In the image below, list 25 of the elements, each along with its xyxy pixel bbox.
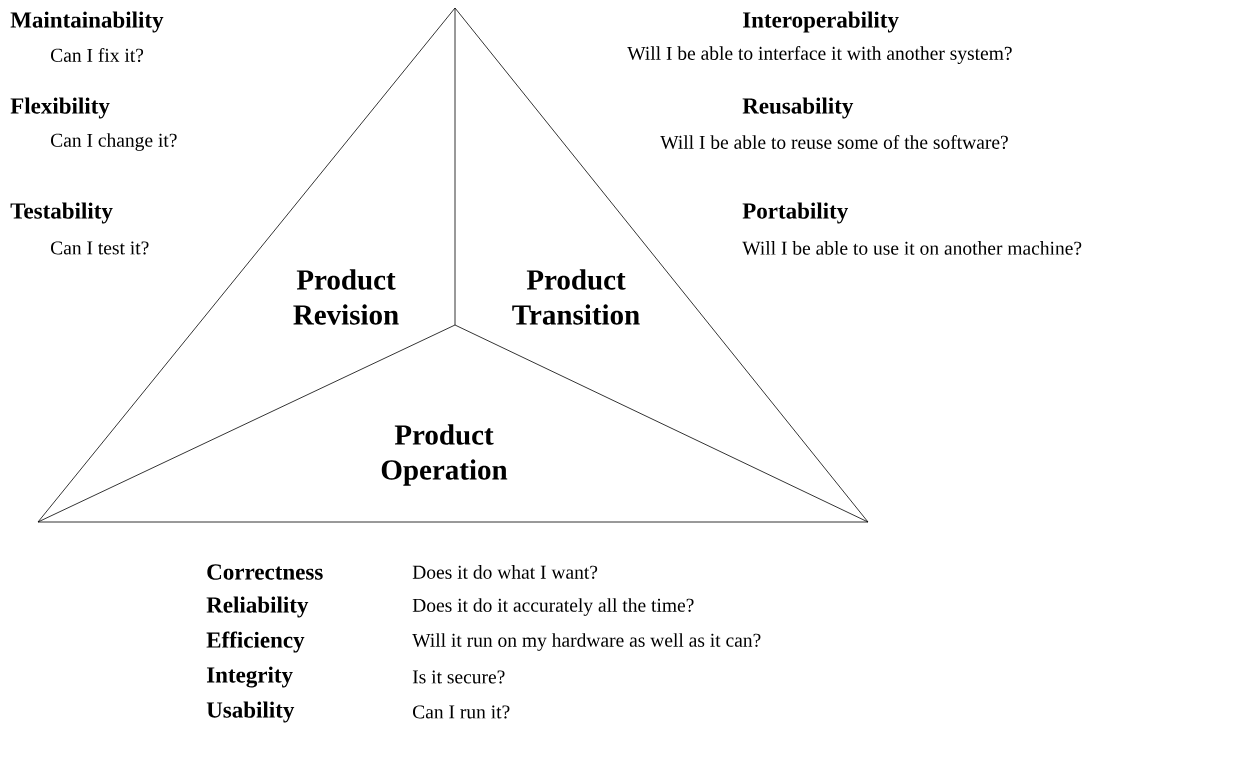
factor-heading: Interoperability xyxy=(743,11,899,33)
region-label: Product Revision xyxy=(293,269,399,325)
factor-question: Will I be able to reuse some of the software? xyxy=(660,135,1008,149)
factor-question: Is it secure? xyxy=(412,670,505,684)
region-label: Product Operation xyxy=(381,424,508,486)
factor-question: Can I fix it? xyxy=(51,48,144,62)
factor-heading: Reusability xyxy=(742,97,854,119)
factor-question: Will I be able to use it on another machine? xyxy=(742,241,1082,255)
factor-heading: Efficiency xyxy=(206,631,305,653)
factor-heading: Flexibility xyxy=(10,97,110,119)
region-label: Product Transition xyxy=(512,269,640,325)
factor-question: Can I change it? xyxy=(51,133,177,151)
factor-heading: Usability xyxy=(206,701,295,723)
factor-question: Does it do it accurately all the time? xyxy=(412,598,694,616)
factor-question: Does it do what I want? xyxy=(412,565,598,579)
factor-heading: Reliability xyxy=(206,596,309,618)
factor-heading: Integrity xyxy=(206,666,293,688)
factor-question: Will it run on my hardware as well as it can? xyxy=(412,633,761,651)
factor-question: Can I test it? xyxy=(51,241,149,255)
factor-question: Will I be able to interface it with another system? xyxy=(627,46,1012,64)
factor-heading: Testability xyxy=(10,202,113,224)
factor-heading: Correctness xyxy=(207,564,323,580)
factor-question: Can I run it? xyxy=(413,705,510,719)
factor-heading: Portability xyxy=(742,202,849,224)
factor-heading: Maintainability xyxy=(10,11,164,33)
